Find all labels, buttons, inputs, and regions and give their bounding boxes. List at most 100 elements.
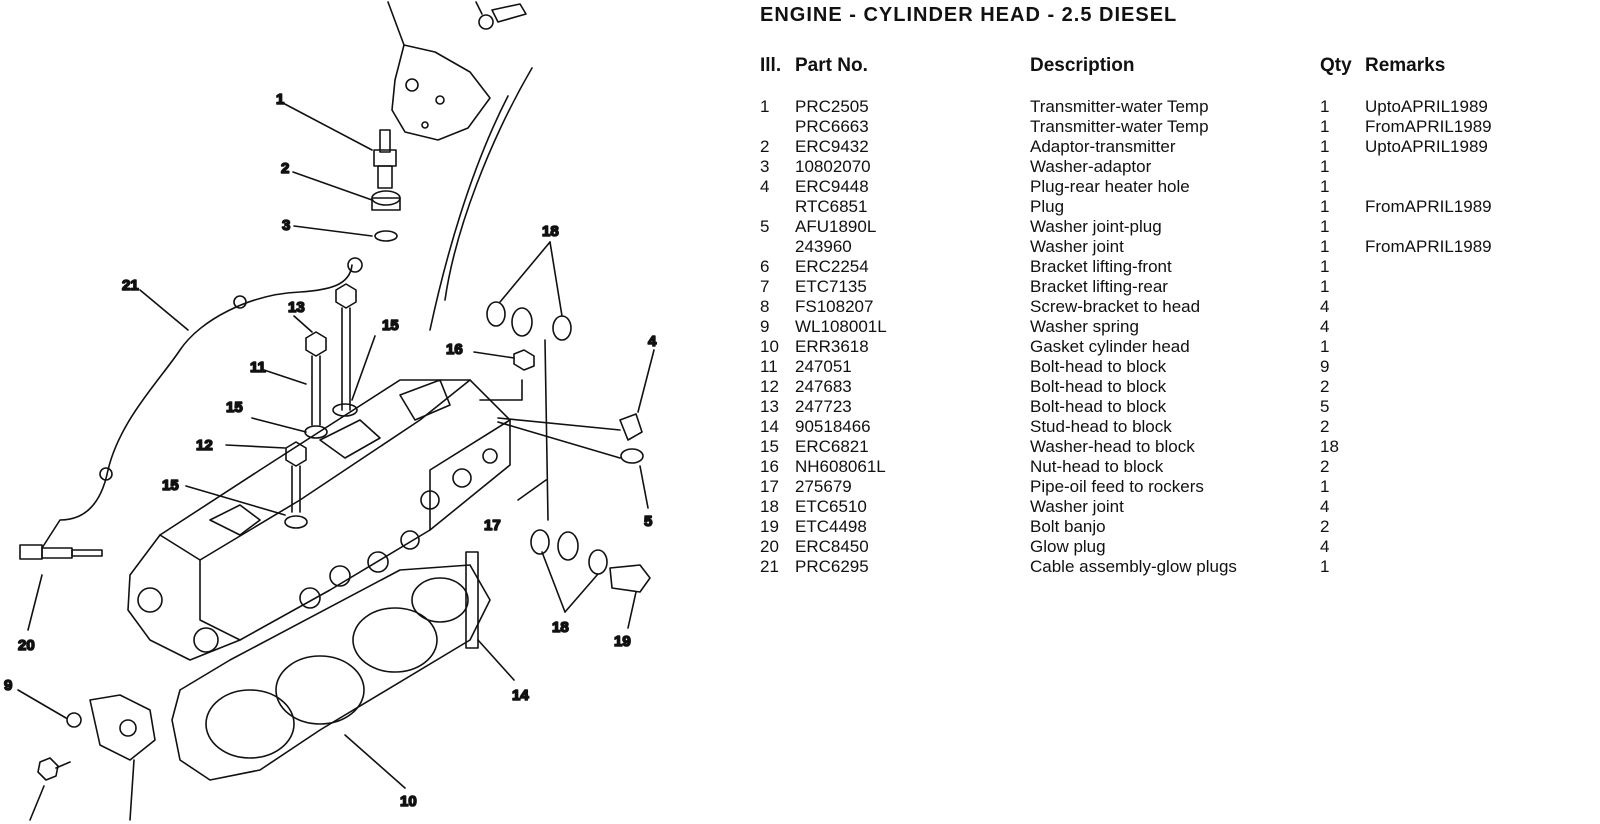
part-number: ERC6821 — [795, 437, 869, 456]
callout-11: 11 — [250, 359, 266, 376]
part-number: AFU1890L — [795, 217, 877, 236]
page-title: ENGINE - CYLINDER HEAD - 2.5 DIESEL — [760, 4, 1178, 26]
quantity: 1 — [1320, 337, 1330, 356]
part-number: RTC6851 — [795, 197, 868, 216]
quantity: 1 — [1320, 177, 1330, 196]
illustration-number: 13 — [760, 397, 779, 416]
quantity: 4 — [1320, 497, 1330, 516]
illustration-number: 3 — [760, 157, 770, 176]
illustration-number: 5 — [760, 217, 770, 236]
callout-3: 3 — [282, 217, 290, 234]
part-number: ETC7135 — [795, 277, 867, 296]
glow-plug-cable — [41, 257, 363, 549]
part-number: 275679 — [795, 477, 852, 496]
remarks: FromAPRIL1989 — [1365, 197, 1492, 216]
quantity: 4 — [1320, 297, 1330, 316]
callout-10: 10 — [400, 793, 417, 810]
cylinder-head-drawing: 1 2 3 4 5 9 10 11 12 13 14 15 15 15 16 1… — [3, 1, 658, 821]
quantity: 1 — [1320, 237, 1330, 256]
callout-19: 19 — [614, 633, 631, 650]
description: Glow plug — [1030, 537, 1106, 556]
description: Screw-bracket to head — [1030, 297, 1201, 316]
illustration-number: 14 — [760, 417, 779, 436]
part-number: 247683 — [795, 377, 852, 396]
quantity: 4 — [1320, 317, 1330, 336]
quantity: 1 — [1320, 97, 1330, 116]
description: Cable assembly-glow plugs — [1030, 557, 1237, 576]
description: Gasket cylinder head — [1030, 337, 1190, 356]
part-number: ERC2254 — [795, 257, 869, 276]
description: Nut-head to block — [1030, 457, 1164, 476]
remarks: UptoAPRIL1989 — [1365, 97, 1488, 116]
table-row: 15 ERC6821 Washer-head to block 18 — [760, 437, 1560, 457]
description: Plug — [1030, 197, 1065, 216]
header-description: Description — [1030, 55, 1135, 76]
cylinder-head-gasket — [171, 564, 491, 789]
description: Washer-head to block — [1030, 437, 1195, 456]
header-remarks: Remarks — [1365, 55, 1446, 76]
callout-4: 4 — [648, 333, 657, 350]
description: Transmitter-water Temp — [1030, 117, 1209, 136]
part-number: ETC6510 — [795, 497, 867, 516]
table-row: 16 NH608061L Nut-head to block 2 — [760, 457, 1560, 477]
part-number: NH608061L — [795, 457, 886, 476]
illustration-number: 8 — [760, 297, 770, 316]
callout-9: 9 — [4, 677, 12, 694]
illustration-number: 20 — [760, 537, 779, 556]
quantity: 2 — [1320, 377, 1330, 396]
part-number: WL108001L — [795, 317, 887, 336]
description: Washer joint-plug — [1030, 217, 1162, 236]
illustration-number: 10 — [760, 337, 779, 356]
callout-13: 13 — [288, 299, 305, 316]
description: Bolt-head to block — [1030, 357, 1167, 376]
part-number: PRC6663 — [795, 117, 869, 136]
quantity: 1 — [1320, 157, 1330, 176]
part-number: 10802070 — [795, 157, 871, 176]
illustration-number: 4 — [760, 177, 770, 196]
part-number: ERC9432 — [795, 137, 869, 156]
description: Bolt-head to block — [1030, 397, 1167, 416]
description: Plug-rear heater hole — [1030, 177, 1190, 196]
quantity: 2 — [1320, 517, 1330, 536]
illustration-number: 15 — [760, 437, 779, 456]
quantity: 18 — [1320, 437, 1339, 456]
quantity: 2 — [1320, 457, 1330, 476]
part-number: PRC6295 — [795, 557, 869, 576]
callout-17: 17 — [484, 517, 501, 534]
header-ill: Ill. — [760, 55, 782, 76]
callout-1: 1 — [276, 91, 284, 108]
parts-list: ENGINE - CYLINDER HEAD - 2.5 DIESEL Ill.… — [760, 0, 1600, 824]
description: Transmitter-water Temp — [1030, 97, 1209, 116]
callout-18: 18 — [552, 619, 569, 636]
callout-15: 15 — [226, 399, 243, 416]
part-number: PRC2505 — [795, 97, 869, 116]
quantity: 1 — [1320, 277, 1330, 296]
quantity: 2 — [1320, 417, 1330, 436]
illustration-number: 16 — [760, 457, 779, 476]
description: Washer joint — [1030, 237, 1124, 256]
illustration-number: 12 — [760, 377, 779, 396]
illustration-number: 11 — [760, 357, 778, 376]
remarks: FromAPRIL1989 — [1365, 237, 1492, 256]
callout-18: 18 — [542, 223, 559, 240]
callout-2: 2 — [281, 160, 289, 177]
callout-5: 5 — [644, 513, 652, 530]
illustration-number: 2 — [760, 137, 770, 156]
part-number: ERC8450 — [795, 537, 869, 556]
